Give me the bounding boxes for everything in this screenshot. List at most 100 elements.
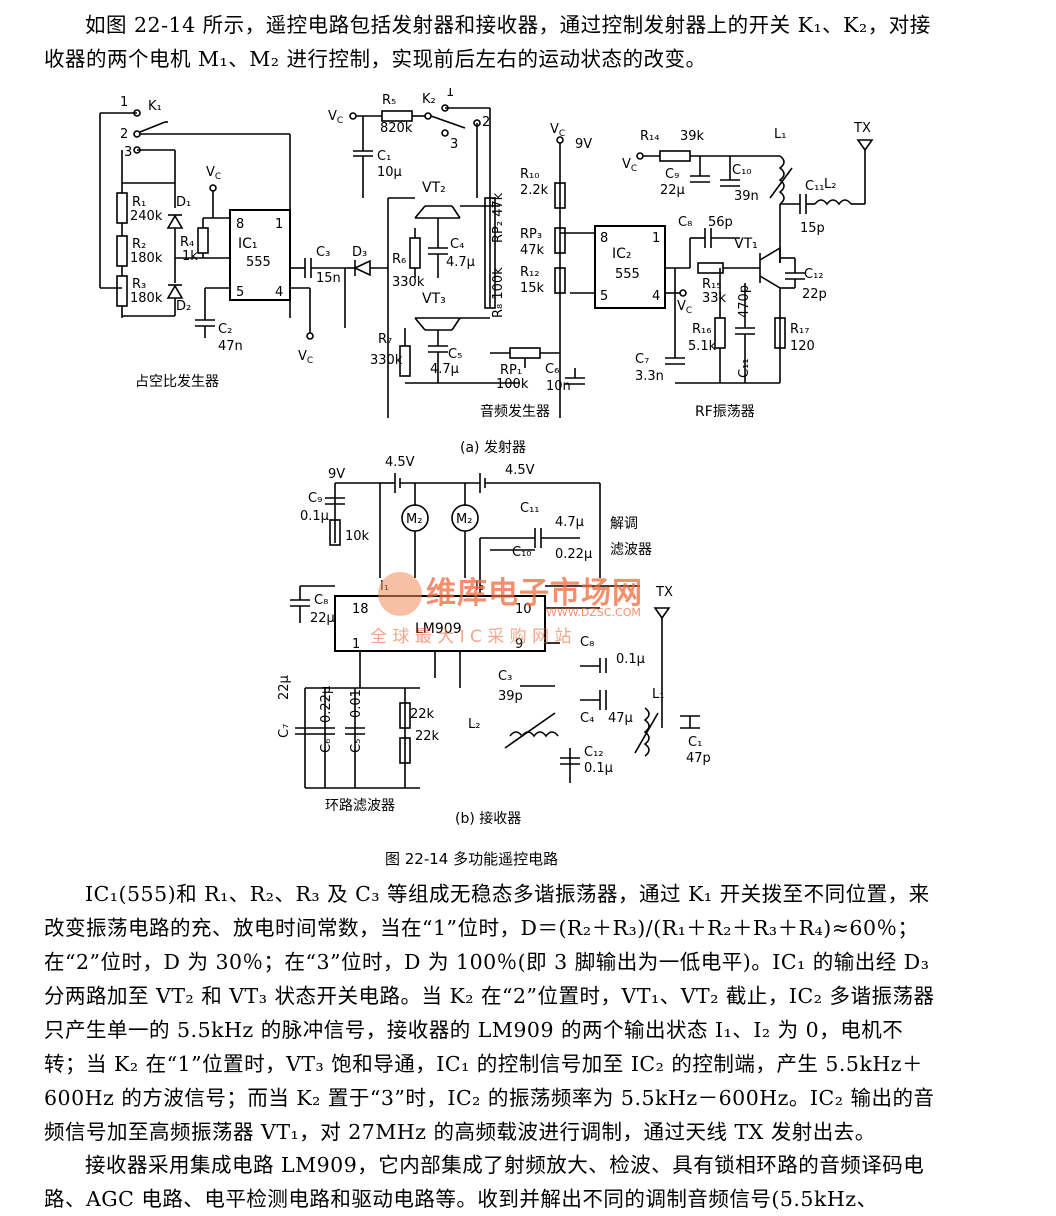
svg-text:C₈: C₈	[580, 635, 594, 650]
svg-text:9V: 9V	[328, 467, 345, 482]
svg-text:3: 3	[124, 145, 132, 160]
svg-text:C₉: C₉	[308, 491, 322, 506]
svg-text:330k: 330k	[370, 353, 403, 368]
svg-text:39k: 39k	[680, 129, 705, 144]
svg-text:22μ: 22μ	[310, 611, 335, 626]
svg-text:R₁: R₁	[132, 195, 146, 210]
svg-text:15p: 15p	[800, 221, 825, 236]
intro-paragraph: 如图 22-14 所示，遥控电路包括发射器和接收器，通过控制发射器上的开关 K₁…	[44, 13, 931, 71]
svg-text:1: 1	[275, 217, 283, 232]
svg-text:解调: 解调	[610, 516, 638, 532]
svg-text:C₇: C₇	[635, 352, 649, 367]
svg-text:R₂: R₂	[132, 237, 146, 252]
svg-text:22p: 22p	[802, 287, 827, 302]
svg-text:K₂: K₂	[422, 92, 436, 107]
svg-text:9V: 9V	[575, 137, 592, 152]
svg-text:C₁₁: C₁₁	[520, 501, 540, 516]
loop-filter-caption: 环路滤波器	[325, 798, 395, 814]
svg-text:RP₂ 47k: RP₂ 47k	[491, 192, 506, 243]
svg-text:120: 120	[790, 339, 815, 354]
svg-text:VC: VC	[550, 122, 565, 139]
svg-text:C₅: C₅	[448, 347, 462, 362]
watermark-logo-icon	[378, 572, 422, 616]
svg-text:22k: 22k	[410, 707, 435, 722]
svg-text:5: 5	[236, 285, 244, 300]
svg-text:470p: 470p	[737, 285, 752, 318]
svg-text:RP₁: RP₁	[500, 363, 522, 378]
svg-text:L₂: L₂	[824, 177, 836, 192]
svg-text:R₅: R₅	[382, 93, 396, 108]
svg-text:R₁₅: R₁₅	[702, 277, 721, 292]
svg-text:VC: VC	[677, 299, 692, 316]
svg-text:L₂: L₂	[468, 717, 480, 732]
lm909-label: LM909	[415, 621, 462, 637]
circuit-figure: 1 2 3 K₁ R₁ 240k R₂ 180k R₃ 180k D₁	[80, 85, 960, 868]
svg-text:VT₃: VT₃	[422, 291, 446, 307]
svg-text:R₄: R₄	[180, 235, 194, 250]
svg-text:D₂: D₂	[176, 299, 191, 314]
svg-text:0.1μ: 0.1μ	[616, 652, 645, 667]
svg-text:1: 1	[120, 95, 128, 110]
svg-text:22k: 22k	[415, 729, 440, 744]
svg-text:2.2k: 2.2k	[520, 183, 549, 198]
svg-text:R₁₀: R₁₀	[520, 167, 539, 182]
svg-text:C₆: C₆	[545, 362, 559, 377]
svg-text:22μ: 22μ	[277, 675, 292, 700]
svg-text:4.5V: 4.5V	[505, 463, 535, 478]
svg-text:8: 8	[236, 217, 244, 232]
svg-text:C₄: C₄	[450, 237, 464, 252]
svg-text:4.5V: 4.5V	[385, 455, 415, 470]
receiver-circuit: 9V C₉ 0.1μ 10k 4.5V 4.5V M₂ M₂	[277, 455, 711, 814]
svg-text:C₁₂: C₁₂	[804, 267, 824, 282]
svg-text:10n: 10n	[546, 379, 571, 394]
svg-text:0.22μ: 0.22μ	[319, 686, 334, 723]
svg-text:C₇: C₇	[277, 724, 292, 738]
svg-text:R₆: R₆	[392, 252, 406, 267]
svg-text:10k: 10k	[345, 529, 370, 544]
svg-text:180k: 180k	[130, 251, 163, 266]
svg-text:3.3n: 3.3n	[635, 369, 664, 384]
svg-text:47p: 47p	[686, 751, 711, 766]
audio-generator-caption: 音频发生器	[480, 403, 550, 420]
svg-text:C₃: C₃	[316, 245, 330, 260]
svg-text:L₁: L₁	[652, 687, 664, 702]
svg-text:240k: 240k	[130, 209, 163, 224]
svg-text:C₆: C₆	[319, 739, 334, 753]
svg-text:RP₃: RP₃	[520, 227, 542, 242]
svg-text:C₈: C₈	[678, 215, 692, 230]
svg-text:820k: 820k	[380, 121, 413, 136]
svg-text:C₁: C₁	[688, 735, 702, 750]
svg-text:1: 1	[352, 637, 360, 652]
svg-text:39p: 39p	[498, 689, 523, 704]
svg-text:1k: 1k	[182, 249, 198, 264]
svg-text:3: 3	[450, 137, 458, 152]
svg-text:L₁: L₁	[774, 127, 786, 142]
svg-text:C₁₂: C₁₂	[584, 745, 604, 760]
svg-text:VC: VC	[298, 349, 313, 366]
svg-text:C₃: C₃	[498, 669, 512, 684]
svg-text:47n: 47n	[218, 339, 243, 354]
svg-text:M₂: M₂	[456, 512, 472, 527]
svg-text:R₈ 100k: R₈ 100k	[491, 267, 506, 318]
svg-text:39n: 39n	[734, 189, 759, 204]
svg-text:C₁₀: C₁₀	[732, 163, 752, 178]
svg-text:5: 5	[600, 289, 608, 304]
svg-text:18: 18	[352, 602, 369, 617]
svg-text:滤波器: 滤波器	[610, 542, 652, 558]
svg-text:IC₂: IC₂	[612, 246, 632, 262]
svg-text:2: 2	[482, 115, 490, 130]
watermark-title: 维库电子市场网	[426, 576, 643, 611]
svg-text:4.7μ: 4.7μ	[430, 362, 459, 377]
svg-text:VC: VC	[328, 109, 343, 126]
transmitter-caption: (a) 发射器	[460, 440, 526, 456]
watermark: 维库电子市场网 WWW.DZSC.COM 全 球 最 大 I C 采 购 网 站	[368, 568, 698, 648]
watermark-slogan: 全 球 最 大 I C 采 购 网 站	[370, 627, 572, 647]
svg-text:15k: 15k	[520, 281, 545, 296]
svg-text:TX: TX	[655, 585, 673, 600]
svg-text:I₂: I₂	[475, 579, 484, 594]
body-paragraph-2: 接收器采用集成电路 LM909，它内部集成了射频放大、检波、具有锁相环路的音频译…	[44, 1153, 925, 1211]
svg-text:C₂: C₂	[218, 322, 232, 337]
svg-text:9: 9	[515, 637, 523, 652]
svg-text:555: 555	[246, 255, 271, 270]
svg-text:C₄: C₄	[580, 711, 594, 726]
